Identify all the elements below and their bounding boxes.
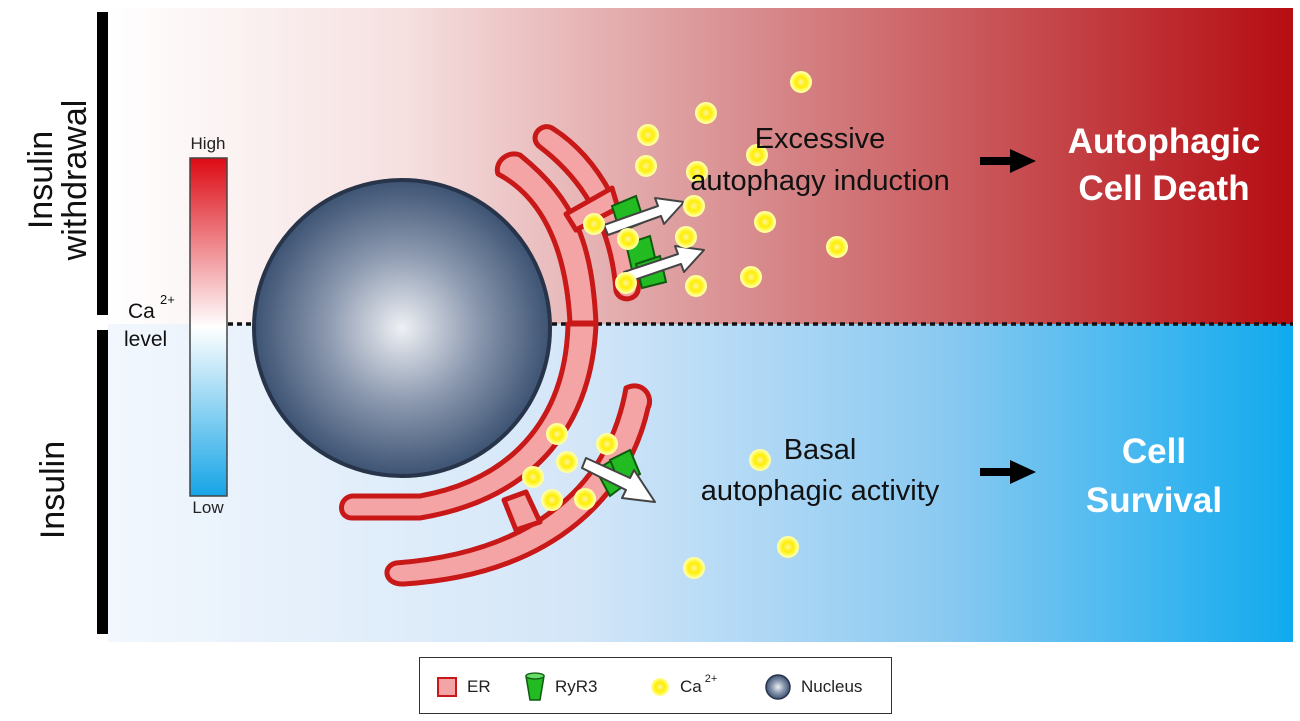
colorbar-level-label: level bbox=[124, 328, 167, 351]
bottom-outcome-arrow bbox=[980, 460, 1036, 484]
calcium-ion-icon bbox=[651, 677, 669, 696]
nucleus bbox=[252, 178, 552, 478]
colorbar-ca-label: Ca bbox=[128, 300, 155, 323]
er-swatch-icon bbox=[437, 676, 457, 697]
basal-autophagy-text: Basal bbox=[784, 434, 857, 466]
colorbar-high-label: High bbox=[191, 134, 226, 153]
calcium-efflux-arrows bbox=[581, 197, 705, 503]
legend-nucleus-label: Nucleus bbox=[801, 676, 863, 696]
insulin-label: Insulin bbox=[34, 441, 72, 539]
calcium-level-colorbar bbox=[189, 157, 228, 497]
cell-survival-label-line2: Survival bbox=[1086, 481, 1222, 520]
autophagic-cell-death-label-line2: Cell Death bbox=[1078, 169, 1249, 208]
legend-calcium-charge: 2+ bbox=[704, 672, 718, 685]
endoplasmic-reticulum-upper bbox=[494, 124, 641, 326]
colorbar-ca-charge: 2+ bbox=[160, 292, 175, 307]
cell-survival-label: Cell bbox=[1122, 432, 1186, 471]
legend-er-label: ER bbox=[467, 676, 491, 696]
excessive-autophagy-text: Excessive bbox=[755, 123, 886, 155]
legend-item-er: ER bbox=[436, 658, 491, 715]
legend-item-ryr3: RyR3 bbox=[524, 658, 598, 715]
top-outcome-arrow bbox=[980, 149, 1036, 173]
insulin-withdrawal-label-line2: withdrawal bbox=[56, 100, 94, 262]
ryr3-channel-icon bbox=[525, 671, 545, 701]
excessive-autophagy-text-line2: autophagy induction bbox=[690, 165, 950, 197]
autophagic-cell-death-label: Autophagic bbox=[1068, 122, 1260, 161]
calcium-ions bbox=[522, 71, 848, 579]
insulin-withdrawal-bracket bbox=[97, 12, 108, 315]
endoplasmic-reticulum-lower bbox=[339, 321, 652, 587]
legend-calcium-label: Ca bbox=[680, 676, 702, 696]
legend-ryr3-label: RyR3 bbox=[555, 676, 598, 696]
basal-autophagy-text-line2: autophagic activity bbox=[701, 475, 940, 507]
insulin-withdrawal-label: Insulin bbox=[22, 131, 60, 229]
nucleus-icon bbox=[765, 673, 791, 700]
insulin-bracket bbox=[97, 330, 108, 634]
colorbar-low-label: Low bbox=[192, 498, 224, 517]
legend-item-nucleus: Nucleus bbox=[764, 658, 862, 715]
